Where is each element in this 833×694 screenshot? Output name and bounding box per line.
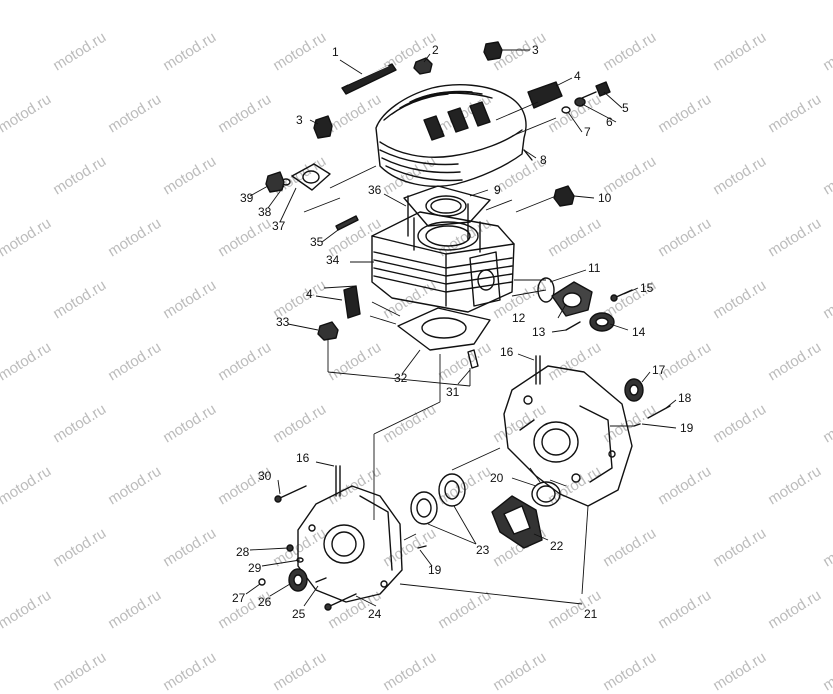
part-1-fin-strip — [341, 63, 397, 95]
callout-39: 39 — [240, 191, 254, 205]
callout-19-left: 19 — [428, 563, 442, 577]
part-30-bolt — [274, 485, 307, 503]
part-19-dowel-right — [633, 423, 641, 427]
callout-20: 20 — [490, 471, 504, 485]
part-37-flange-gasket — [291, 163, 331, 191]
watermark-text: motod.ru — [380, 648, 440, 694]
callout-7: 7 — [584, 125, 591, 139]
engine-exploded-view: 1 2 3 3 4 5 6 7 8 9 10 11 12 13 14 15 16… — [232, 41, 694, 621]
leader-lines — [245, 49, 677, 607]
callout-11: 11 — [588, 261, 601, 275]
callout-36: 36 — [368, 183, 382, 197]
callout-5: 5 — [622, 101, 629, 115]
part-29-washer — [296, 557, 304, 563]
part-9-head-gasket — [403, 185, 491, 227]
callout-33: 33 — [276, 315, 290, 329]
watermark-text: motod.ru — [820, 648, 833, 694]
part-24-bolt — [324, 593, 357, 611]
callout-32: 32 — [394, 371, 408, 385]
part-39-nut — [265, 171, 285, 193]
watermark-text: motod.ru — [710, 648, 770, 694]
part-34-cylinder — [371, 211, 515, 313]
watermark-text: motod.ru — [50, 648, 110, 694]
callout-3-top: 3 — [532, 43, 539, 57]
callout-16-right: 16 — [500, 345, 514, 359]
callout-29: 29 — [248, 561, 262, 575]
callout-14: 14 — [632, 325, 646, 339]
part-23-bearings — [410, 473, 466, 525]
watermark-text: motod.ru — [160, 648, 220, 694]
callout-21: 21 — [584, 607, 598, 621]
part-4-cap-top — [527, 81, 563, 109]
part-4-cap-left — [343, 285, 361, 319]
part-31-dowel — [467, 349, 479, 369]
part-16-stud-left — [335, 465, 341, 497]
part-7-washer — [561, 106, 571, 114]
callout-13: 13 — [532, 325, 546, 339]
callout-28: 28 — [236, 545, 250, 559]
part-16-stud-right — [535, 355, 541, 385]
callout-1: 1 — [332, 45, 339, 59]
crankcase-left-half — [297, 485, 403, 603]
part-26-seal — [288, 568, 308, 592]
part-32-base-gasket — [397, 307, 491, 351]
callout-labels: 1 2 3 3 4 5 6 7 8 9 10 11 12 13 14 15 16… — [232, 43, 694, 621]
callout-6: 6 — [606, 115, 613, 129]
part-17-seal — [624, 378, 644, 402]
callout-22: 22 — [550, 539, 564, 553]
part-15-screw — [610, 289, 633, 302]
crankcase-right-half — [503, 365, 633, 507]
callout-16-left: 16 — [296, 451, 310, 465]
callout-26: 26 — [258, 595, 272, 609]
part-22-pump-cover — [491, 495, 543, 549]
watermark-text: motod.ru — [270, 648, 330, 694]
callout-24: 24 — [368, 607, 382, 621]
part-35-pin — [335, 215, 359, 231]
callout-4-top: 4 — [574, 69, 581, 83]
part-8-cylinder-head — [375, 84, 533, 187]
callout-34: 34 — [326, 253, 340, 267]
part-25-screw — [315, 577, 327, 583]
callout-30: 30 — [258, 469, 272, 483]
callout-9: 9 — [494, 183, 501, 197]
callout-10: 10 — [598, 191, 612, 205]
part-10-grommet — [553, 185, 575, 207]
callout-37: 37 — [272, 219, 286, 233]
part-3-grommet-left — [313, 115, 333, 139]
callout-19-right: 19 — [680, 421, 694, 435]
callout-17: 17 — [652, 363, 666, 377]
callout-38: 38 — [258, 205, 272, 219]
watermark-text: motod.ru — [600, 648, 660, 694]
part-12-intake-flange — [551, 281, 593, 317]
exploded-parts-diagram: motod.ru motod.ru motod.ru motod.ru motod.ru… — [0, 29, 833, 694]
callout-25: 25 — [292, 607, 306, 621]
callout-12: 12 — [512, 311, 526, 325]
callout-8: 8 — [540, 153, 547, 167]
part-5-bolt — [581, 81, 611, 99]
part-33-nut — [317, 321, 339, 341]
part-20-gasket — [531, 481, 561, 507]
callout-18: 18 — [678, 391, 692, 405]
part-3-grommet-top — [483, 41, 503, 61]
part-13-screw — [565, 321, 581, 331]
part-27-bolt — [258, 578, 266, 586]
callout-31: 31 — [446, 385, 460, 399]
callout-27: 27 — [232, 591, 246, 605]
part-2-nut — [413, 57, 433, 75]
callout-35: 35 — [310, 235, 324, 249]
part-14-clamp — [589, 312, 615, 332]
part-36-studs — [407, 195, 469, 241]
callout-3-left: 3 — [296, 113, 303, 127]
callout-23: 23 — [476, 543, 490, 557]
callout-2: 2 — [432, 43, 439, 57]
part-19-dowel-left — [417, 545, 427, 549]
callout-4-left: 4 — [306, 287, 313, 301]
callout-15: 15 — [640, 281, 654, 295]
part-11-o-ring — [537, 277, 555, 303]
watermark-text: motod.ru — [490, 648, 550, 694]
